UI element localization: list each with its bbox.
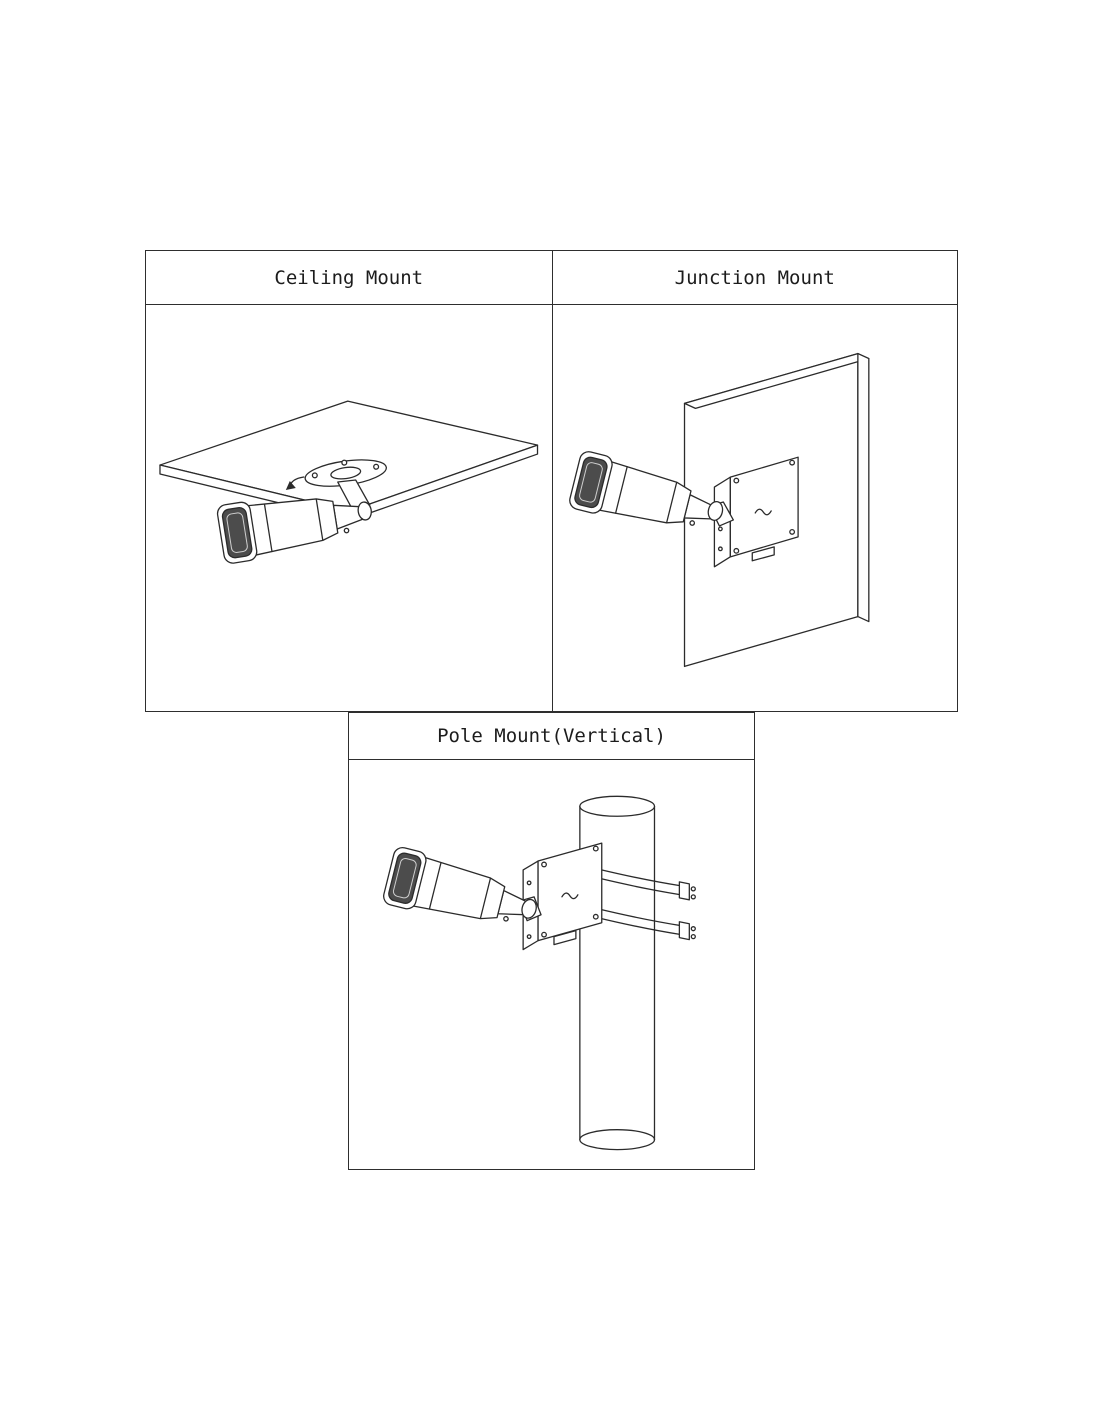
camera-lens-face: [221, 507, 253, 559]
pole-strap-upper: [597, 868, 696, 901]
ceiling-slab: [159, 400, 539, 521]
rotation-arrow: [285, 476, 305, 491]
ceiling-mount-title: Ceiling Mount: [146, 251, 552, 305]
ball-joint: [707, 501, 723, 521]
panel-pole-mount: Pole Mount(Vertical): [348, 712, 755, 1170]
pole-mount-diagram: [383, 795, 696, 1151]
panel-ceiling-mount: Ceiling Mount: [146, 251, 552, 711]
bullet-camera: [568, 451, 714, 526]
ceiling-mount-diagram: [159, 400, 539, 564]
box-latch: [553, 930, 577, 946]
junction-mount-drawing-area: [553, 305, 958, 711]
ceiling-mount-drawing-area: [146, 305, 552, 711]
junction-mount-title: Junction Mount: [552, 251, 957, 305]
bullet-camera: [216, 498, 363, 564]
top-panels-frame: Ceiling Mount: [145, 250, 958, 712]
ball-joint: [357, 501, 372, 521]
pole-mount-title: Pole Mount(Vertical): [349, 713, 754, 760]
box-latch: [751, 546, 775, 562]
junction-mount-diagram: [568, 352, 869, 668]
bullet-camera: [383, 847, 529, 922]
camera-lens-face: [388, 852, 422, 904]
camera-lens-face: [573, 456, 608, 509]
pole-strap-lower: [597, 908, 696, 941]
panel-junction-mount: Junction Mount: [551, 251, 958, 711]
pole-mount-drawing-area: [349, 760, 754, 1169]
ball-joint: [521, 898, 537, 919]
ceiling-mount-plate: [304, 459, 387, 487]
junction-box: [713, 456, 799, 568]
